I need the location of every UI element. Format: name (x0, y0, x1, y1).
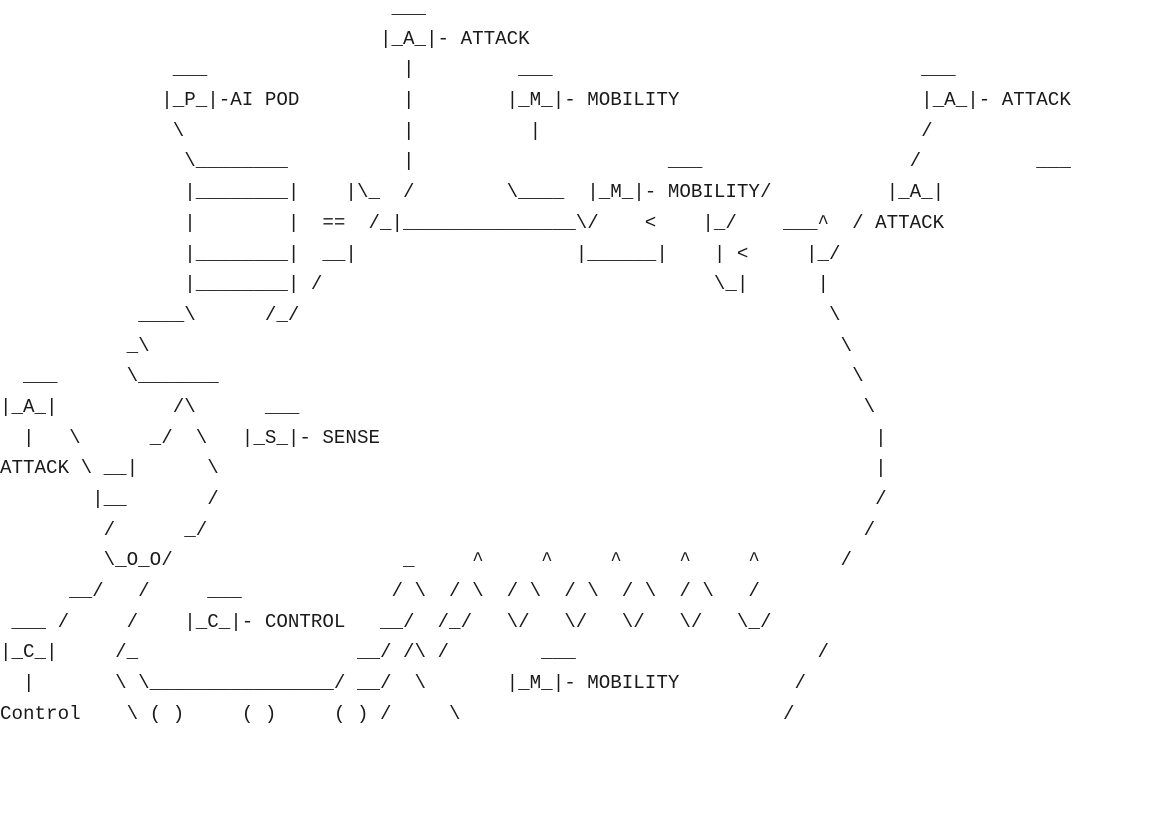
ascii-line: ___ | ___ ___ (0, 54, 1071, 85)
ascii-line: |_P_|-AI POD | |_M_|- MOBILITY |_A_|- AT… (0, 85, 1071, 116)
ascii-line: |__ / / (0, 484, 1071, 515)
ascii-line: __/ / ___ / \ / \ / \ / \ / \ / \ / (0, 576, 1071, 607)
ascii-line: | \ \________________/ __/ \ |_M_|- MOBI… (0, 668, 1071, 699)
ascii-line: | | == /_|_______________\/ < |_/ ___^ /… (0, 208, 1071, 239)
ascii-line: / _/ / (0, 515, 1071, 546)
ascii-line: |_C_| /_ __/ /\ / ___ / (0, 637, 1071, 668)
ascii-line: |_A_|- ATTACK (0, 24, 1071, 55)
ascii-line: \ | | / (0, 116, 1071, 147)
ascii-line: |________| / \_| | (0, 269, 1071, 300)
ascii-line: _\ \ (0, 331, 1071, 362)
ascii-line: |________| __| |______| | < |_/ (0, 239, 1071, 270)
ascii-line: | \ _/ \ |_S_|- SENSE | (0, 423, 1071, 454)
ascii-line: ATTACK \ __| \ | (0, 453, 1071, 484)
ascii-line: \_O_O/ _ ^ ^ ^ ^ ^ / (0, 545, 1071, 576)
ascii-line: ____\ /_/ \ (0, 300, 1071, 331)
ascii-line: |_A_| /\ ___ \ (0, 392, 1071, 423)
ascii-line: ___ (0, 0, 1071, 24)
ascii-line: |________| |\_ / \____ |_M_|- MOBILITY/ … (0, 177, 1071, 208)
ascii-line: ___ / / |_C_|- CONTROL __/ /_/ \/ \/ \/ … (0, 607, 1071, 638)
ascii-line: \________ | ___ / ___ (0, 146, 1071, 177)
ascii-line: Control \ ( ) ( ) ( ) / \ / (0, 699, 1071, 730)
ascii-art: ___ |_A_|- ATTACK ___ | ___ ___ |_P_|-AI… (0, 0, 1071, 730)
ascii-line: ___ \_______ \ (0, 361, 1071, 392)
